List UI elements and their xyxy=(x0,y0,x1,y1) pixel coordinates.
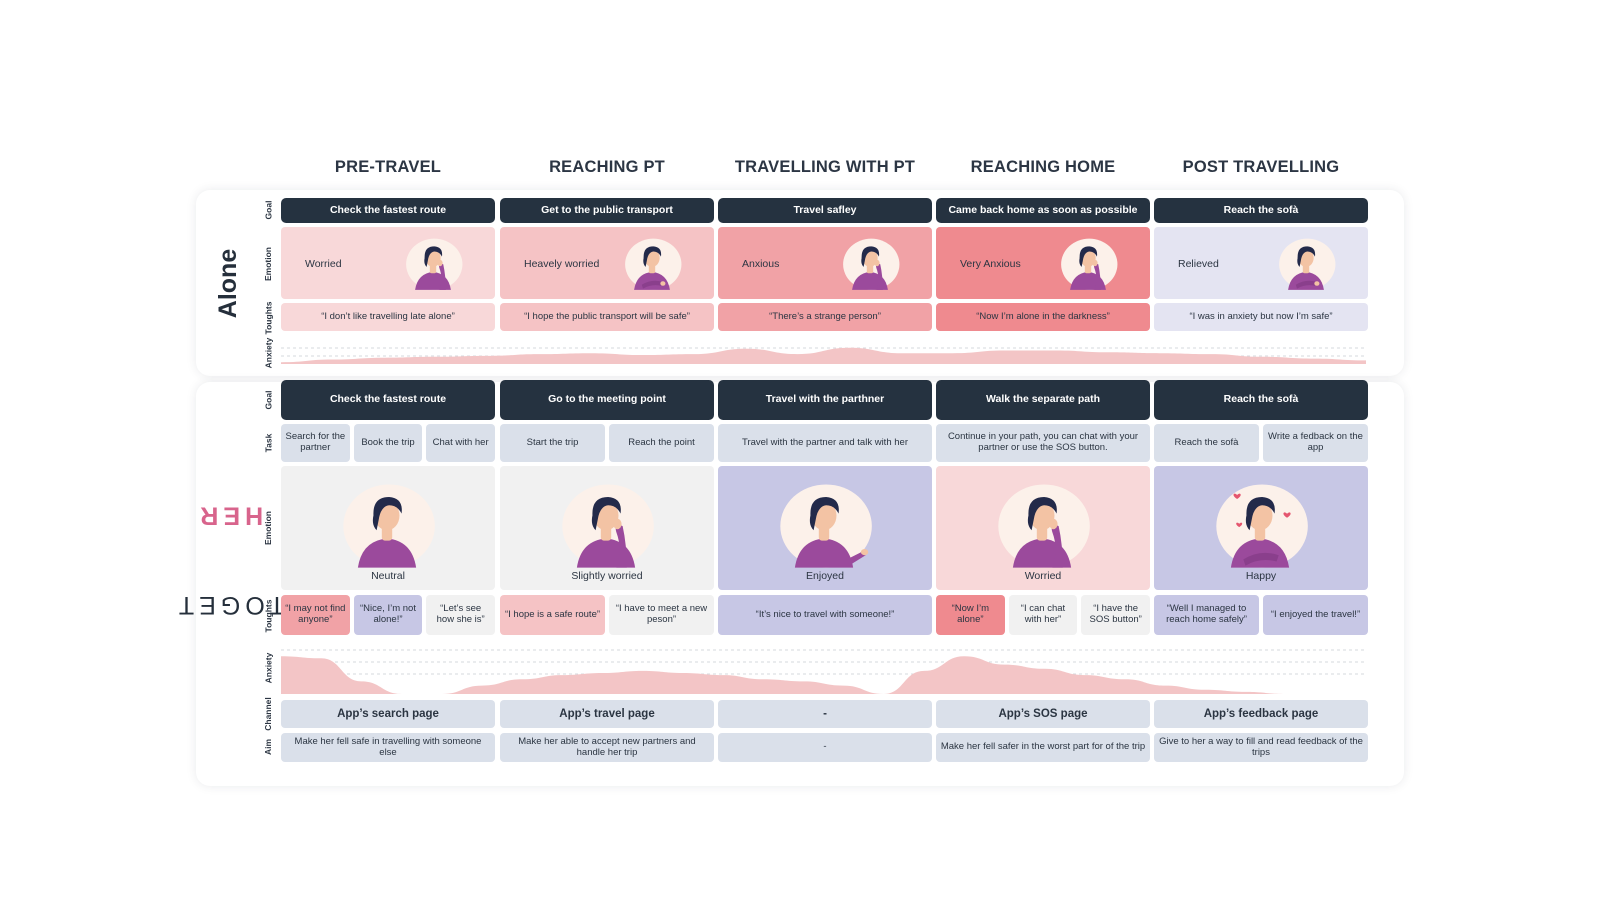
emotion-label: Relieved xyxy=(1178,258,1219,270)
thought-cell: “Well I managed to reach home safely” xyxy=(1154,595,1259,635)
goal-cell: Came back home as soon as possible xyxy=(936,198,1150,223)
anxiety-curve xyxy=(281,342,1366,364)
together-title: TOGETHER xyxy=(174,400,285,740)
goal-cell: Travel with the parthner xyxy=(718,380,932,420)
row-label-anxiety: Anxiety xyxy=(255,642,281,694)
task-cell: Search for the partner xyxy=(281,424,350,462)
row-label-goal: Goal xyxy=(255,380,281,420)
anxiety-area xyxy=(281,656,1366,694)
thought-cell: “I hope is a safe route” xyxy=(500,595,605,635)
row-label-text: Goal xyxy=(263,390,273,410)
emotion-label: Worried xyxy=(1024,570,1062,582)
row-label-text: Toughts xyxy=(263,301,274,335)
row-label-text: Channel xyxy=(263,697,273,731)
thought-cell: “It’s nice to travel with someone!” xyxy=(718,595,932,635)
channel-cell: App’s feedback page xyxy=(1154,700,1368,728)
woman-avatar-icon xyxy=(772,472,876,576)
woman-avatar-icon xyxy=(1274,231,1338,295)
row-label-text: Anxiety xyxy=(263,652,273,684)
goal-cell: Walk the separate path xyxy=(936,380,1150,420)
channel-cell: - xyxy=(718,700,932,728)
task-cell: Book the trip xyxy=(353,424,423,462)
task-cell: Start the trip xyxy=(500,424,605,462)
row-label-aim: Aim xyxy=(255,733,281,761)
aim-cell: Make her able to accept new partners and… xyxy=(500,733,714,762)
emotion-label: Happy xyxy=(1245,570,1277,582)
task-cell: Chat with her xyxy=(426,424,495,462)
together-title-suffix: HER xyxy=(195,501,263,530)
row-label-text: Emotion xyxy=(263,247,273,281)
anxiety-area xyxy=(281,347,1366,364)
row-label-thoughts: Toughts xyxy=(255,596,281,636)
task-cell: Travel with the partner and talk with he… xyxy=(718,424,932,462)
goal-cell: Reach the sofà xyxy=(1154,380,1368,420)
emotion-label: Enjoyed xyxy=(806,570,844,582)
task-cell: Write a fedback on the app xyxy=(1263,424,1368,462)
thought-cell: “I enjoyed the travel!” xyxy=(1263,595,1368,635)
row-label-text: Anxiety xyxy=(263,337,273,369)
stage-header: POST TRAVELLING xyxy=(1182,158,1340,176)
woman-avatar-icon xyxy=(401,231,465,295)
emotion-label: Slightly worried xyxy=(571,570,643,582)
aim-cell: Make her fell safer in the worst part fo… xyxy=(936,733,1150,762)
woman-avatar-icon xyxy=(1056,231,1120,295)
woman-avatar-icon xyxy=(990,472,1094,576)
thought-cell: “I don’t like travelling late alone” xyxy=(281,303,495,331)
row-label-anxiety: Anxiety xyxy=(255,336,281,370)
row-label-emotion: Emotion xyxy=(255,228,281,300)
woman-avatar-icon xyxy=(1208,472,1312,576)
row-label-thoughts: Toughts xyxy=(255,301,281,335)
woman-avatar-icon xyxy=(335,472,439,576)
woman-avatar-icon xyxy=(620,231,684,295)
thought-cell: “Now I’m alone” xyxy=(936,595,1005,635)
row-label-task: Task xyxy=(255,424,281,462)
woman-avatar-icon xyxy=(838,231,902,295)
aim-cell: Give to her a way to fill and read feedb… xyxy=(1154,733,1368,762)
thought-cell: “I was in anxiety but now I’m safe” xyxy=(1154,303,1368,331)
thought-cell: “Nice, I’m not alone!” xyxy=(353,595,423,635)
anxiety-curve xyxy=(281,648,1366,694)
thought-cell: “I hope the public transport will be saf… xyxy=(500,303,714,331)
emotion-label: Anxious xyxy=(742,258,780,270)
channel-cell: App’s SOS page xyxy=(936,700,1150,728)
goal-cell: Go to the meeting point xyxy=(500,380,714,420)
goal-cell: Check the fastest route xyxy=(281,380,495,420)
goal-cell: Travel safley xyxy=(718,198,932,223)
thought-cell: “There’s a strange person” xyxy=(718,303,932,331)
emotion-label: Worried xyxy=(305,258,342,270)
row-label-text: Goal xyxy=(263,200,273,220)
row-label-emotion: Emotion xyxy=(255,466,281,590)
channel-cell: App’s travel page xyxy=(500,700,714,728)
alone-title: Alone xyxy=(214,248,243,318)
task-cell: Continue in your path, you can chat with… xyxy=(936,424,1150,462)
thought-cell: “I have to meet a new peson” xyxy=(609,595,714,635)
thought-cell: “Now I’m alone in the darkness” xyxy=(936,303,1150,331)
goal-cell: Check the fastest route xyxy=(281,198,495,223)
row-label-goal: Goal xyxy=(255,198,281,222)
woman-avatar-icon xyxy=(554,472,658,576)
row-label-text: Emotion xyxy=(263,511,273,545)
stage-header: REACHING HOME xyxy=(970,158,1116,176)
emotion-label: Very Anxious xyxy=(960,258,1021,270)
row-label-text: Task xyxy=(263,433,273,453)
thought-cell: “I may not find anyone” xyxy=(281,595,350,635)
channel-cell: App’s search page xyxy=(281,700,495,728)
aim-cell: - xyxy=(718,733,932,762)
emotion-label: Heavely worried xyxy=(524,258,600,270)
goal-cell: Get to the public transport xyxy=(500,198,714,223)
emotion-label: Neutral xyxy=(371,570,405,582)
aim-cell: Make her fell safe in travelling with so… xyxy=(281,733,495,762)
stage-header: PRE-TRAVEL xyxy=(334,158,442,176)
thought-cell: “Let’s see how she is” xyxy=(426,595,495,635)
thought-cell: “I have the SOS button” xyxy=(1081,595,1150,635)
stage-header: TRAVELLING WITH PT xyxy=(734,158,916,176)
stage-header: REACHING PT xyxy=(549,158,665,176)
task-cell: Reach the sofà xyxy=(1154,424,1259,462)
row-label-text: Aim xyxy=(263,738,273,756)
task-cell: Reach the point xyxy=(609,424,714,462)
row-label-text: Toughts xyxy=(263,599,274,633)
goal-cell: Reach the sofà xyxy=(1154,198,1368,223)
thought-cell: “I can chat with her” xyxy=(1008,595,1078,635)
row-label-channel: Channel xyxy=(255,697,281,731)
